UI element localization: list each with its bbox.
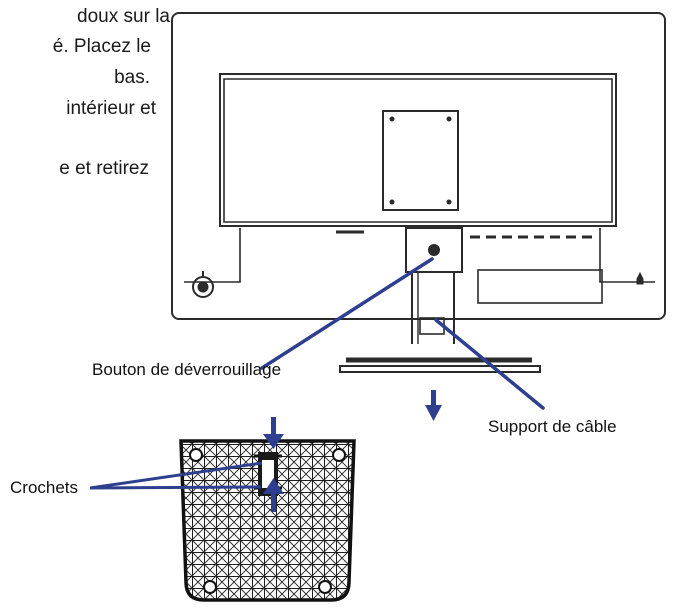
instruction-line-5: e et retirez xyxy=(59,158,149,179)
instruction-line-4: intérieur et xyxy=(66,98,156,119)
cable-holder-label: Support de câble xyxy=(488,417,617,436)
monitor-back xyxy=(171,12,666,320)
instruction-line-1: doux sur la xyxy=(77,6,170,27)
hook-callouts xyxy=(89,417,284,512)
stand-neck xyxy=(339,227,541,373)
stand-base-underside xyxy=(179,439,356,602)
hooks-label: Crochets xyxy=(10,478,79,497)
unlock-button-label: Bouton de déverrouillage xyxy=(92,360,282,379)
callout-lines xyxy=(260,257,545,410)
down-arrow-icon xyxy=(425,390,442,421)
instruction-line-3: bas. xyxy=(114,67,150,88)
instruction-line-2: é. Placez le xyxy=(52,36,151,57)
